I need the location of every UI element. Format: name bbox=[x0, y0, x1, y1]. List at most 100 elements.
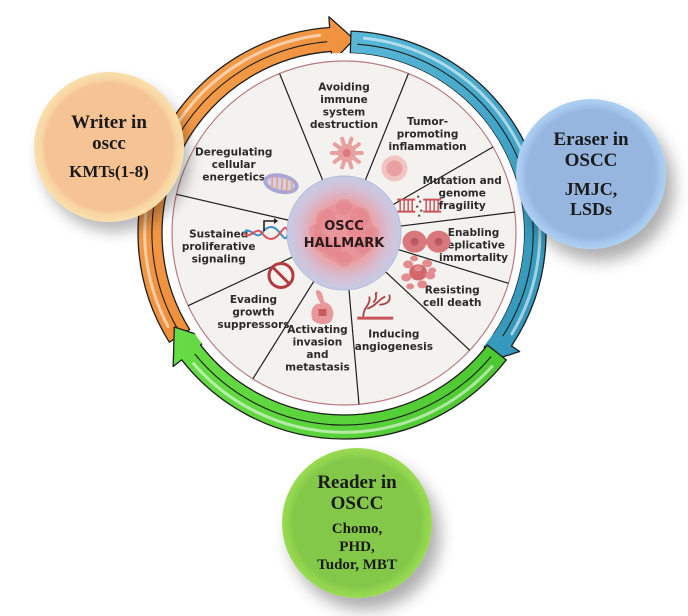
hub-circle bbox=[286, 175, 402, 291]
segment-label-line: system bbox=[323, 106, 365, 118]
blood-vessel-icon bbox=[357, 291, 394, 320]
tumor-cell bbox=[350, 207, 370, 227]
dividing-cell-icon bbox=[402, 230, 451, 253]
segment-label-line: and bbox=[306, 349, 328, 361]
eraser-arrow-inner-line bbox=[357, 43, 534, 337]
segment-label-line: Tumor- bbox=[407, 116, 448, 128]
tumor-cell bbox=[355, 236, 373, 254]
segment-label-line: destruction bbox=[310, 119, 378, 131]
segment-label-line: signaling bbox=[192, 254, 246, 266]
segment-divider bbox=[176, 193, 291, 222]
segment-divider bbox=[391, 146, 494, 207]
segment-divider bbox=[279, 73, 324, 183]
tumor-cell bbox=[309, 224, 323, 238]
reader-members-line1: Chomo, bbox=[331, 521, 383, 537]
reader-arrow-highlight bbox=[192, 362, 494, 434]
reader-arrow-inner-line bbox=[194, 353, 492, 426]
segment-divider bbox=[348, 287, 360, 405]
hub-label-line1: OSCC bbox=[324, 219, 364, 234]
immune-cell-icon bbox=[329, 136, 364, 170]
tumor-cell bbox=[313, 234, 331, 252]
reader-title-line1: Reader in bbox=[317, 472, 397, 493]
tumor-cell bbox=[336, 251, 352, 267]
reader-members-line2: PHD, bbox=[339, 539, 375, 555]
segment-label-line: Resisting bbox=[425, 284, 480, 296]
segment-label-line: promoting bbox=[397, 128, 459, 140]
hub-label-line2: HALLMARK bbox=[304, 236, 386, 251]
hub: OSCC HALLMARK bbox=[286, 175, 402, 291]
broken-dna-icon bbox=[397, 195, 442, 217]
segment-label-line: cell death bbox=[423, 297, 481, 309]
segment-label-line: Mutation and bbox=[423, 175, 502, 187]
segment-label-line: immune bbox=[320, 94, 368, 106]
segment-label-line: metastasis bbox=[285, 362, 350, 374]
segment-label-line: proliferative bbox=[182, 241, 256, 253]
segment-label-line: Evading bbox=[230, 294, 277, 306]
segment-divider bbox=[396, 248, 509, 284]
segment-label-line: angiogenesis bbox=[355, 341, 433, 353]
tumor-cell bbox=[316, 209, 336, 229]
eraser-arrow-highlight bbox=[362, 36, 542, 336]
segment-label-line: energetics bbox=[202, 172, 265, 184]
eraser-members-line1: JMJC, bbox=[564, 179, 618, 199]
segment-label-line: replicative bbox=[442, 239, 505, 251]
eraser-members-line2: LSDs bbox=[569, 199, 613, 219]
segment-label-line: Activating bbox=[287, 324, 348, 336]
segment-label-line: Inducing bbox=[368, 329, 419, 341]
reader-title-line2: OSCC bbox=[330, 493, 384, 514]
reader-bubble: Reader in OSCC Chomo, PHD, Tudor, MBT bbox=[282, 448, 432, 598]
tumor-cell bbox=[314, 203, 374, 263]
dna-promoter-icon bbox=[243, 218, 289, 240]
prohibited-icon bbox=[267, 261, 295, 289]
tumor-cell bbox=[336, 199, 352, 215]
segment-divider bbox=[398, 211, 515, 227]
writer-title-line2: oscc bbox=[92, 133, 126, 154]
eraser-bubble: Eraser in OSCC JMJC, LSDs bbox=[516, 99, 666, 249]
eraser-title-line1: Eraser in bbox=[553, 129, 629, 150]
mitochondria-icon bbox=[263, 173, 299, 195]
eraser-title-line2: OSCC bbox=[564, 150, 618, 171]
segment-label-line: invasion bbox=[293, 337, 343, 349]
tumor-cluster-icon bbox=[309, 199, 379, 267]
segment-label-line: immortality bbox=[439, 252, 508, 264]
reader-members-line3: Tudor, MBT bbox=[317, 557, 397, 573]
segment-label-line: Deregulating bbox=[195, 147, 272, 159]
segment-divider bbox=[383, 270, 471, 351]
segment-label-line: inflammation bbox=[388, 141, 466, 153]
segment-label-line: Sustained bbox=[189, 229, 248, 241]
reader-arrow bbox=[172, 326, 507, 440]
segment-label-line: Avoiding bbox=[318, 81, 370, 93]
invading-cell-icon bbox=[311, 289, 334, 325]
segment-divider bbox=[364, 73, 409, 183]
segment-label-line: fragility bbox=[439, 200, 486, 212]
segment-label-line: cellular bbox=[212, 159, 257, 171]
writer-title-line1: Writer in bbox=[71, 112, 147, 133]
tumor-cell bbox=[347, 220, 365, 238]
writer-bubble: Writer in oscc KMTs(1-8) bbox=[34, 72, 184, 222]
writer-members: KMTs(1-8) bbox=[69, 162, 149, 181]
cell-fragments-icon bbox=[401, 255, 437, 290]
inflammatory-cell-icon bbox=[381, 155, 408, 182]
segment-divider bbox=[252, 279, 316, 380]
